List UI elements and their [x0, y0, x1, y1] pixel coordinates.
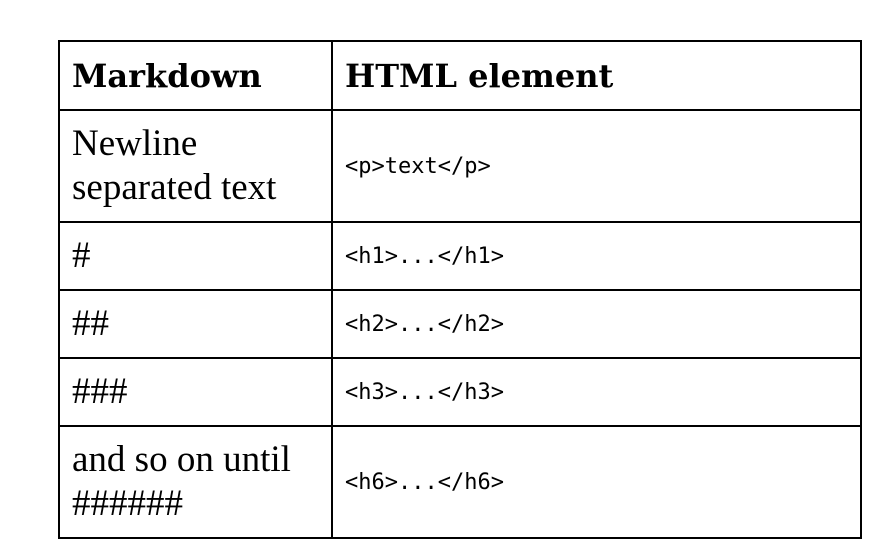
- table-row: ## <h2>...</h2>: [58, 289, 862, 359]
- column-header-markdown: Markdown: [58, 40, 333, 111]
- markdown-cell: #: [58, 221, 333, 291]
- markdown-cell: ###: [58, 357, 333, 427]
- markdown-cell: ##: [58, 289, 333, 359]
- table-row: Newline separated text <p>text</p>: [58, 109, 862, 223]
- table-row: # <h1>...</h1>: [58, 221, 862, 291]
- markdown-cell: Newline separated text: [58, 109, 333, 223]
- column-header-html-element: HTML element: [331, 40, 862, 111]
- html-element-cell: <h1>...</h1>: [331, 221, 862, 291]
- markdown-cell: and so on until ######: [58, 425, 333, 539]
- html-element-cell: <h2>...</h2>: [331, 289, 862, 359]
- markdown-html-table: Markdown HTML element Newline separated …: [58, 40, 862, 539]
- html-element-cell: <h3>...</h3>: [331, 357, 862, 427]
- table-header-row: Markdown HTML element: [58, 40, 862, 111]
- table-row: ### <h3>...</h3>: [58, 357, 862, 427]
- html-element-cell: <h6>...</h6>: [331, 425, 862, 539]
- table-row: and so on until ###### <h6>...</h6>: [58, 425, 862, 539]
- html-element-cell: <p>text</p>: [331, 109, 862, 223]
